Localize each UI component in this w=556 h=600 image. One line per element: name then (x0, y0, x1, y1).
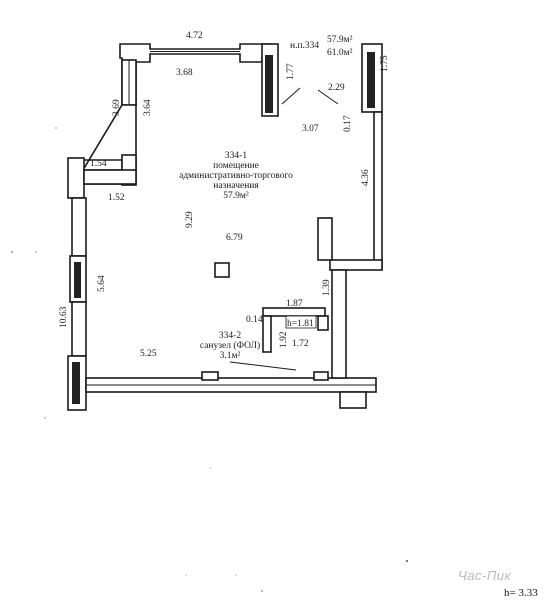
dim-upper-left-inner: 3.64 (143, 99, 153, 116)
area-main: 57.9м² (327, 35, 353, 45)
room-bath-label: 334-2 санузел (ФОЛ) 3.1м² (200, 331, 260, 361)
room-bath-area: 3.1м² (220, 351, 241, 361)
bath-left-wall (262, 315, 272, 353)
dim-bath-vertical: 1.92 (279, 331, 289, 348)
dim-top-outer: 4.72 (186, 31, 203, 41)
dimensions: 4.72 3.68 3.69 3.64 1.54 1.52 1.77 1.75 … (59, 31, 390, 359)
left-upper-pier (67, 157, 85, 199)
right-wall (373, 111, 383, 269)
dim-center-horizontal: 6.79 (226, 233, 243, 243)
room-main-line3: назначения (213, 181, 259, 191)
dim-door-width: 2.29 (328, 83, 345, 93)
bath-top-wall (262, 307, 326, 317)
step-horizontal (83, 169, 137, 185)
dim-step-outer: 1.54 (90, 159, 107, 169)
right-niche (317, 217, 333, 261)
dim-left-outer: 10.63 (59, 306, 69, 328)
bath-height-box (285, 315, 317, 329)
dim-step-inner: 1.52 (108, 193, 125, 203)
dim-bath-small: 0.14 (246, 315, 263, 325)
door-swing (229, 87, 339, 371)
dim-bath-height: h=1.81 (287, 319, 314, 329)
top-left-wall (119, 43, 271, 106)
room-main-line1: помещение (213, 161, 259, 171)
dim-right-upper-top: 1.75 (380, 55, 390, 72)
right-lower-wall (331, 269, 347, 379)
dim-bottom: 5.25 (140, 349, 157, 359)
right-step-wall (329, 259, 383, 271)
dim-right-lower-v: 1.39 (322, 279, 332, 296)
dim-right-vertical: 4.36 (361, 169, 371, 186)
dim-left-inner: 5.64 (97, 275, 107, 292)
bath-right-notch (317, 315, 329, 331)
room-main-area: 57.9м² (223, 191, 249, 201)
room-main-label: 334-1 помещение административно-торговог… (179, 151, 293, 201)
apartment-number: н.п.334 (290, 41, 319, 51)
dim-door-offset: 0.17 (343, 115, 353, 132)
left-wall-lower (71, 301, 87, 357)
dim-upper-left-outer: 3.69 (112, 99, 122, 116)
bottom-right-notch (339, 391, 367, 409)
column (214, 262, 230, 278)
dim-bath-top: 1.87 (286, 299, 303, 309)
room-main-line2: административно-торгового (179, 171, 293, 181)
specks (11, 127, 408, 592)
dim-bath-bottom: 1.72 (292, 339, 309, 349)
room-bath-number: 334-2 (219, 331, 241, 341)
bottom-bump-1 (201, 371, 219, 381)
header-info: н.п.334 57.9м² 61.0м² (290, 35, 353, 58)
dim-right-inner-h: 3.07 (302, 124, 319, 134)
dim-center-vertical: 9.29 (185, 211, 195, 228)
room-main-number: 334-1 (225, 151, 247, 161)
room-bath-name: санузел (ФОЛ) (200, 340, 260, 351)
dim-top-inner: 3.68 (176, 68, 193, 78)
dim-right-upper-v: 1.77 (286, 63, 296, 80)
walls (67, 43, 383, 411)
ceiling-height: h= 3.33 (504, 587, 538, 599)
watermark: Час-Пик (458, 568, 511, 583)
bottom-bump-2 (313, 371, 329, 381)
area-total: 61.0м² (327, 48, 353, 58)
left-wall-upper (71, 197, 87, 257)
